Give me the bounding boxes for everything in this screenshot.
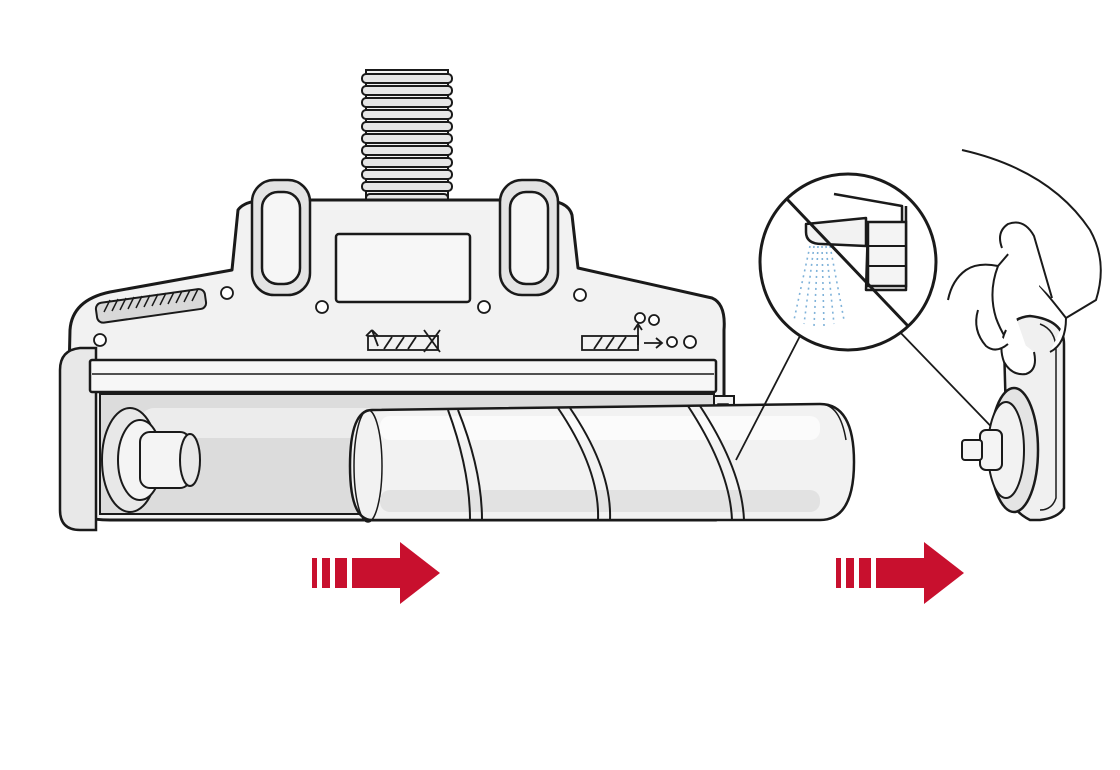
hand-icon	[947, 149, 1102, 376]
right-arrow-icon	[312, 542, 440, 604]
no-water-icon	[758, 172, 938, 352]
hose-icon	[361, 69, 453, 206]
brush-roller-icon	[348, 402, 856, 523]
drive-end-cap	[101, 407, 201, 513]
right-arrow-icon-2	[836, 542, 964, 604]
unlock-symbol	[365, 329, 441, 353]
lock-symbol	[581, 312, 697, 351]
callout-line-right	[895, 327, 1009, 445]
front-lip	[88, 358, 718, 394]
left-wheel	[250, 178, 312, 297]
screw-icon	[93, 286, 587, 430]
right-wheel	[498, 178, 560, 297]
callout-line	[735, 335, 801, 461]
top-cover-plate	[334, 232, 472, 304]
tap-water-icon	[793, 192, 908, 327]
